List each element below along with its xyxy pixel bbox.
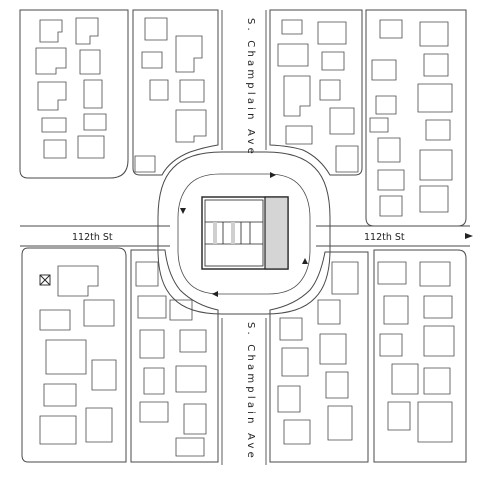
arrow-icon <box>180 208 186 214</box>
avenue-label-top: S. Champlain Ave <box>245 18 256 157</box>
circle-outer <box>157 151 331 315</box>
block-n-east <box>269 9 363 176</box>
street-label-west: 112th St <box>72 232 113 243</box>
traffic-arrows <box>180 172 473 297</box>
block-n-west <box>132 9 219 176</box>
central-building <box>201 196 289 270</box>
arrow-icon <box>465 233 473 239</box>
circle-inner <box>177 173 311 295</box>
block-s-east <box>269 251 369 463</box>
arrow-icon <box>302 258 308 264</box>
svg-text:S. Champlain Ave: S. Champlain Ave <box>245 18 256 157</box>
traffic-circle <box>157 151 331 315</box>
block-sw <box>21 247 127 463</box>
svg-text:S. Champlain Ave: S. Champlain Ave <box>245 322 256 461</box>
arrow-icon <box>270 172 276 178</box>
block-se <box>373 249 467 463</box>
street-label-east: 112th St <box>364 232 405 243</box>
road-edges <box>20 10 470 465</box>
block-outlines <box>19 9 467 463</box>
block-s-west <box>130 249 219 463</box>
tree-symbol-icon <box>39 274 51 286</box>
block-nw <box>19 9 129 179</box>
arrow-icon <box>212 291 218 297</box>
avenue-label-bottom: S. Champlain Ave <box>245 322 256 461</box>
building-footprints <box>35 17 455 457</box>
